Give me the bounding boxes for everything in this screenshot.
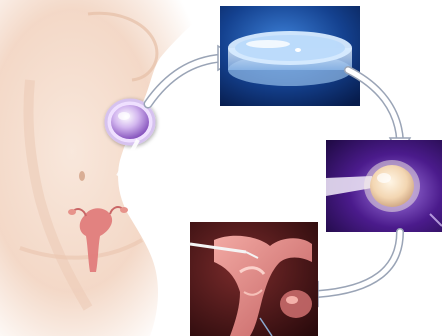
transfer-panel (190, 222, 318, 336)
petri-dish-icon (228, 31, 352, 86)
injection-panel (326, 140, 442, 232)
egg-cell-icon (364, 160, 420, 212)
female-torso-illustration (0, 0, 205, 336)
culture-dish-panel (220, 6, 360, 106)
